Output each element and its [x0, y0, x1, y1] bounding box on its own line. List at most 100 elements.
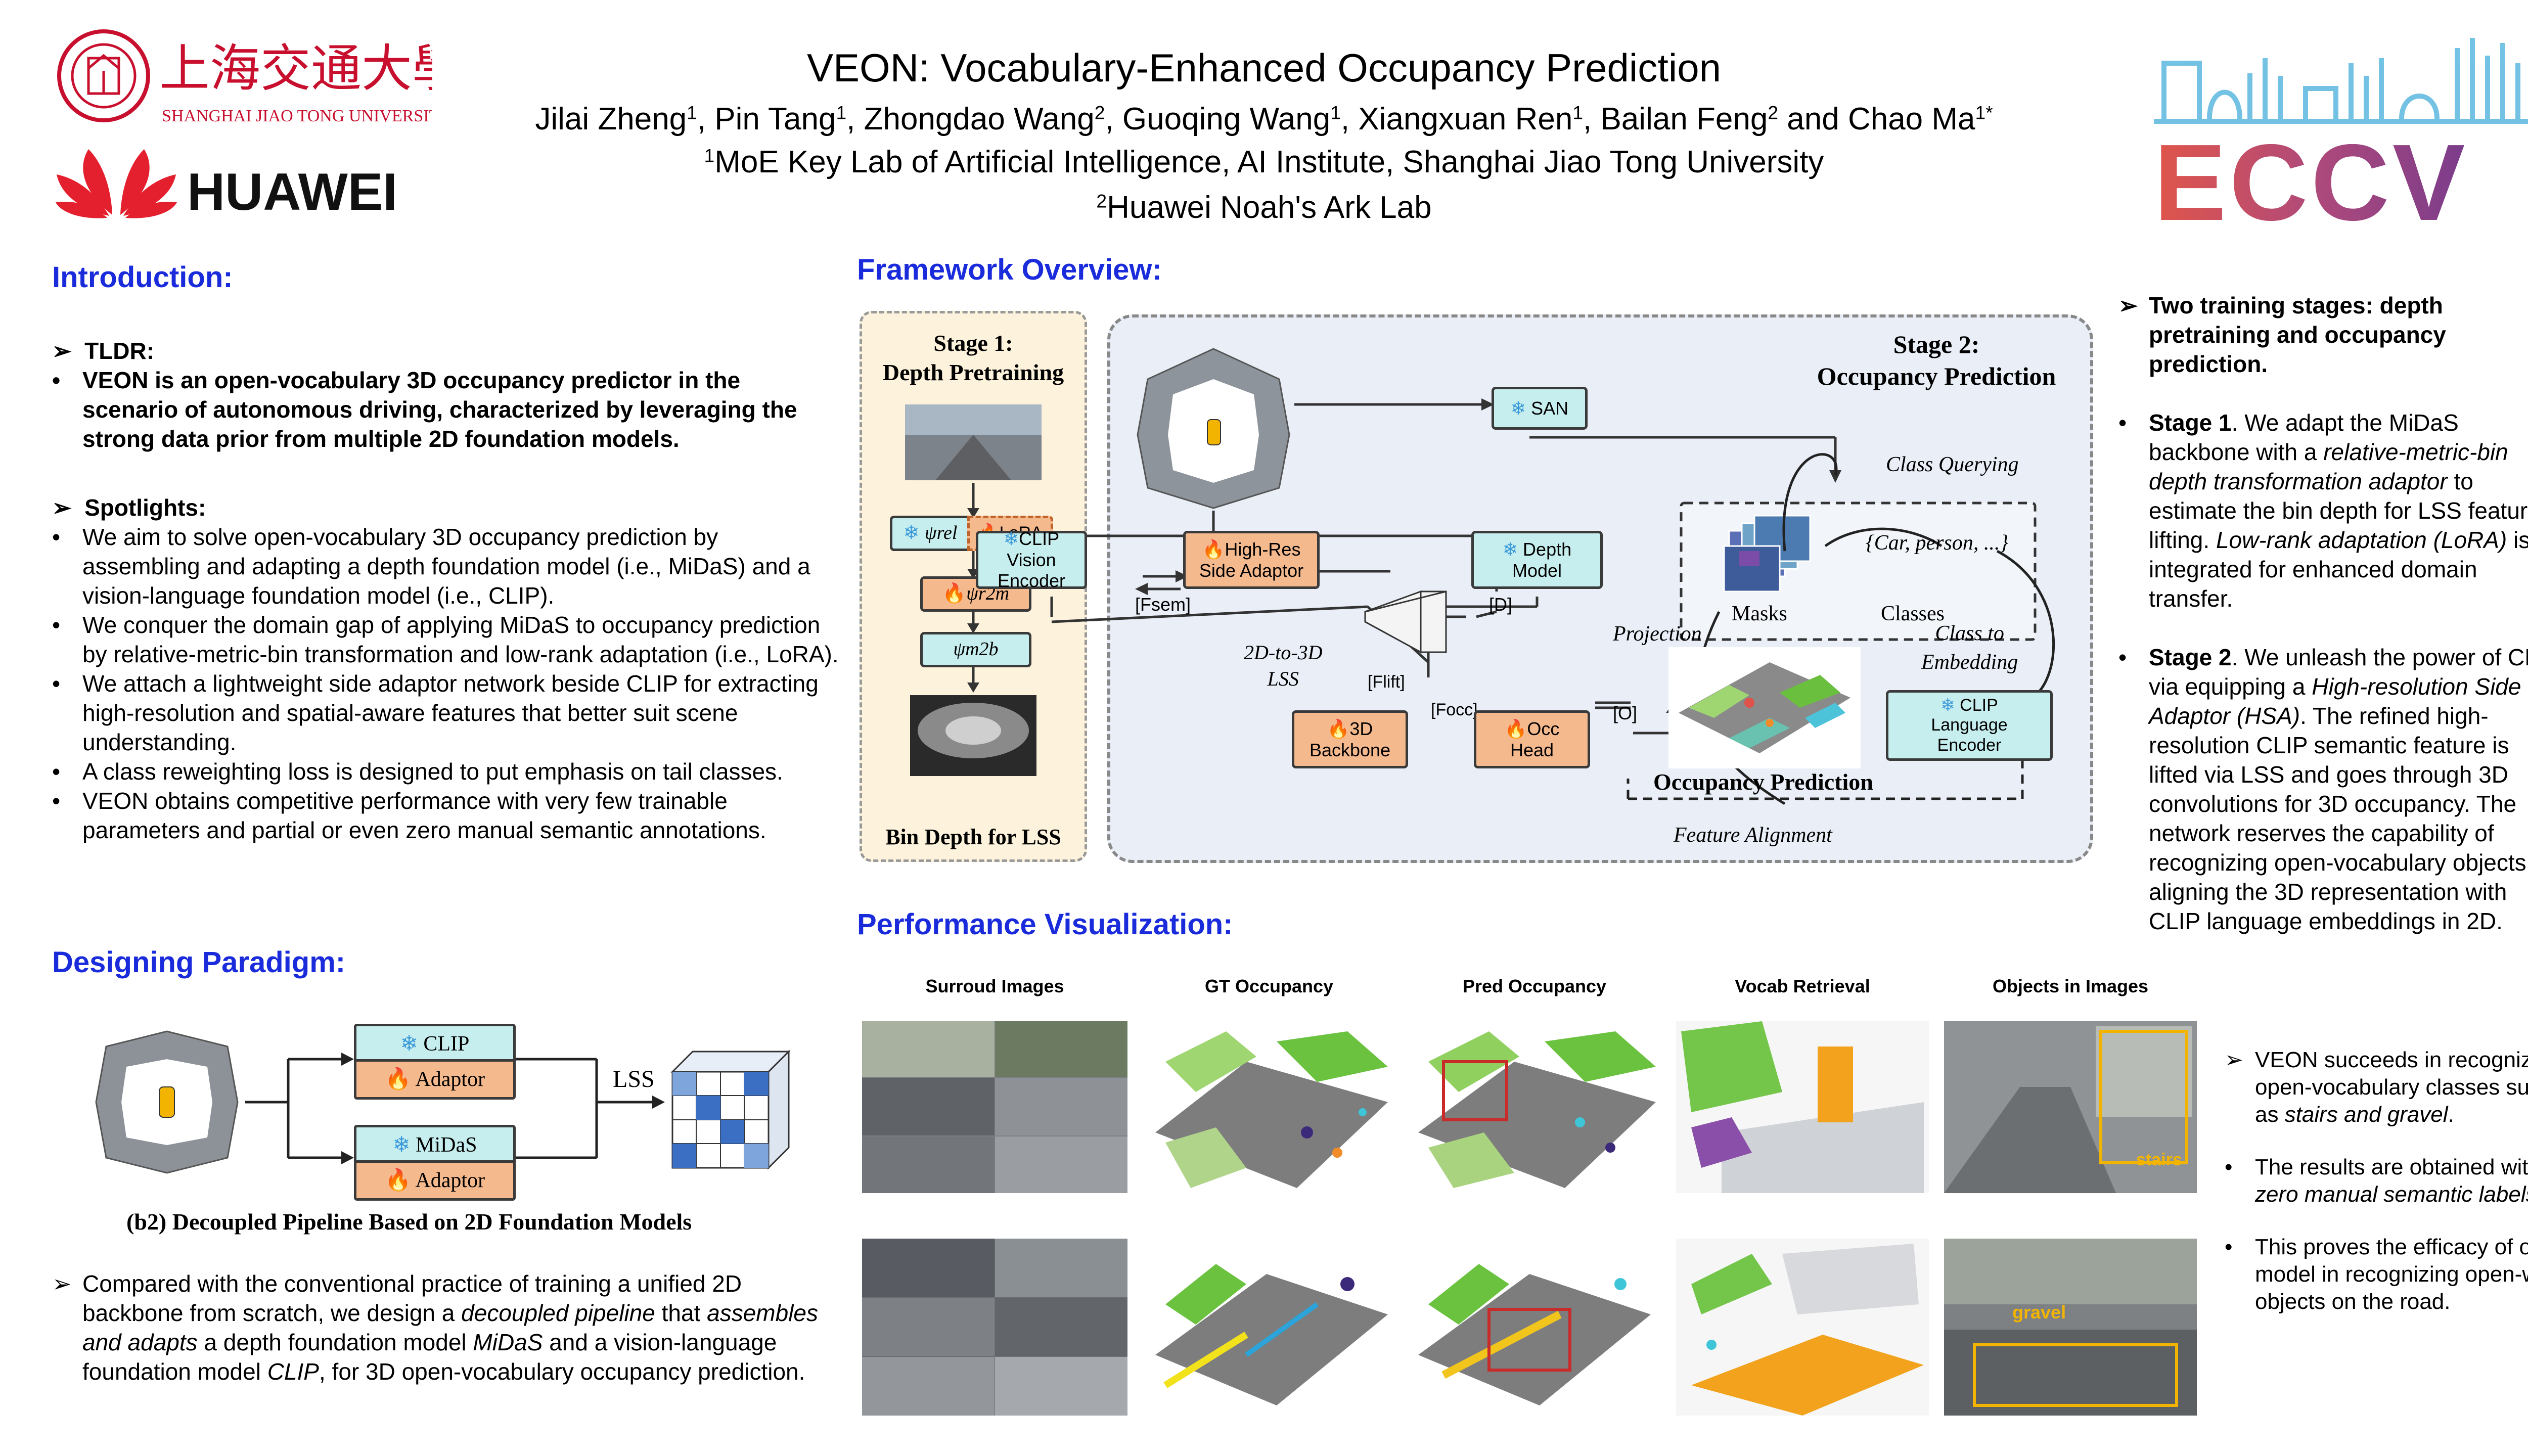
psi-rel-block: ❄ ψrel [890, 516, 971, 551]
psi-m2b-block: ψm2b [920, 632, 1031, 667]
stage1-text-d: Low-rank adaptation (LoRA) [2216, 527, 2507, 553]
depth-model-text-1: ❄ Depth [1503, 539, 1571, 560]
designing-paradigm-heading: Designing Paradigm: [52, 946, 346, 979]
poster-title: VEON: Vocabulary-Enhanced Occupancy Pred… [807, 46, 1721, 90]
gt-occupancy-row2 [1143, 1239, 1395, 1416]
clip-lang-line2: Language [1931, 715, 2008, 735]
stairs-bounding-box [2099, 1030, 2188, 1164]
stage2-text-a: . We unleash the power of CLIP via equip… [2149, 644, 2528, 700]
snowflake-icon: ❄ [1003, 528, 1019, 550]
designing-text-h: CLIP [267, 1358, 319, 1385]
stage2-text-c: . The refined high-resolution CLIP seman… [2149, 703, 2528, 934]
framework-heading: Framework Overview: [857, 253, 1162, 286]
affiliation-2: 2Huawei Noah's Ark Lab [404, 192, 2124, 223]
clip-vision-text-1: ❄CLIP Vision [978, 528, 1085, 570]
author-affiliation-marker: 1 [1330, 102, 1341, 123]
masks-label: Masks [1732, 602, 1787, 625]
clip-lang-line1: CLIP [1960, 696, 1998, 715]
highres-text-1: 🔥High-Res [1202, 539, 1301, 560]
stage1-text-a: . We adapt the MiDaS backbone with a [2149, 410, 2459, 465]
introduction-heading: Introduction: [52, 261, 233, 294]
midas-label: ❄ MiDaS [392, 1133, 477, 1157]
psi-m2b-text: ψm2b [953, 639, 999, 660]
designing-text-e: a depth foundation model [197, 1329, 473, 1355]
stages-item-2: • Stage 1. We adapt the MiDaS backbone wi… [2118, 408, 2528, 613]
occupancy-prediction-label: Occupancy Prediction [1653, 769, 1873, 795]
decoupled-pipeline-diagram: LSS ❄ CLIP 🔥 Adaptor ❄ MiDaS 🔥 Adaptor (… [66, 1011, 804, 1254]
performance-visualization-heading: Performance Visualization: [857, 908, 1233, 941]
dot-bullet-icon: • [52, 788, 61, 814]
lss-line1: 2D-to-3D [1244, 641, 1323, 664]
spotlight-text: A class reweighting loss is designed to … [82, 758, 783, 785]
huawei-logo: HUAWEI [53, 139, 427, 233]
flame-icon: 🔥 [1504, 718, 1527, 740]
visualization-column-header: Vocab Retrieval [1735, 976, 1870, 996]
author-affiliation-marker: 1 [836, 102, 847, 123]
psi-rel-text: ψrel [925, 522, 958, 544]
arrow-bullet-icon: ➢ [2118, 292, 2138, 318]
spotlight-text: We conquer the domain gap of applying Mi… [82, 612, 839, 667]
gravel-retrieval-mark [1691, 1335, 1924, 1416]
midas-text: MiDaS [416, 1133, 477, 1157]
mask-stack-icon [1723, 515, 1811, 593]
dot-bullet-icon: • [52, 612, 61, 638]
pred-occupancy-row1 [1408, 1021, 1661, 1193]
stage2-title-line1: Stage 2: [1893, 330, 1980, 358]
flame-icon: 🔥 [1202, 539, 1225, 560]
stage1-bold: Stage 1 [2149, 410, 2232, 436]
gravel-bounding-box [1973, 1343, 2178, 1407]
visualization-note-text: This proves the efficacy of our model in… [2255, 1235, 2528, 1314]
author-affiliation-marker: 2 [1768, 102, 1779, 123]
clip-vision-line1: CLIP Vision [1007, 528, 1060, 570]
snowflake-icon: ❄ [1502, 539, 1523, 560]
visualization-note-text: The results are obtained with [2255, 1155, 2528, 1179]
objects-in-images-row1 [1944, 1021, 2197, 1193]
spotlight-item: •A class reweighting loss is designed to… [52, 757, 841, 786]
dot-bullet-icon: • [2225, 1235, 2233, 1259]
spotlight-item: • We conquer the domain gap of applying M… [52, 610, 841, 669]
depth-model-line2: Model [1512, 560, 1562, 581]
snowflake-icon: ❄ [903, 522, 925, 544]
stages-item-1: ➢Two training stages: depth pretraining … [2118, 291, 2528, 379]
spotlights-label: Spotlights: [84, 494, 206, 521]
stages-description: ➢Two training stages: depth pretraining … [2118, 291, 2528, 936]
affiliation-1-marker: 1 [704, 145, 715, 166]
san-block: ❄ SAN [1492, 387, 1588, 430]
surround-images-row2 [862, 1239, 1127, 1416]
occupancy-prediction-render [1668, 647, 1861, 768]
vocab-retrieval-row1 [1676, 1021, 1929, 1193]
visualization-column-header: Objects in Images [1992, 976, 2149, 996]
dot-bullet-icon: • [52, 524, 61, 550]
spotlights-list: •We aim to solve open-vocabulary 3D occu… [52, 522, 841, 845]
class-to-emb-line1: Class to [1935, 622, 2004, 645]
designing-text-i: , for 3D open-vocabulary occupancy predi… [319, 1358, 805, 1385]
occ-head-line1: Occ [1527, 718, 1560, 740]
stage1-title: Stage 1: Depth Pretraining [860, 329, 1087, 387]
stage1-text-b: relative-metric-bin depth transformation… [2149, 439, 2508, 494]
dot-bullet-icon: • [52, 670, 61, 697]
lss-label: LSS [613, 1066, 655, 1093]
class-to-emb-line2: Embedding [1921, 650, 2018, 674]
highlight-box [1487, 1308, 1571, 1372]
framework-diagram: Stage 1: Depth Pretraining ❄ ψrel 🔥LoRA … [860, 308, 2098, 870]
clip-block: ❄ CLIP [354, 1024, 516, 1064]
author-name: Bailan Feng [1600, 102, 1768, 136]
author-separator: , [1583, 102, 1601, 136]
author-name: Chao Ma [1847, 102, 1975, 136]
clip-adaptor-text: Adaptor [415, 1067, 485, 1091]
spotlight-item: •We attach a lightweight side adaptor ne… [52, 669, 841, 757]
snowflake-icon: ❄ [392, 1133, 416, 1157]
midas-adaptor-block: 🔥 Adaptor [354, 1160, 516, 1201]
occ-head-line2: Head [1510, 739, 1554, 760]
flame-icon: 🔥 [384, 1168, 416, 1192]
f-sem-label: [Fsem] [1135, 594, 1191, 615]
author-affiliation-marker: 1* [1975, 102, 1993, 123]
affiliation-2-text: Huawei Noah's Ark Lab [1107, 190, 1432, 225]
spotlight-text: VEON obtains competitive performance wit… [82, 788, 766, 843]
author-name: Guoqing Wang [1122, 102, 1331, 136]
dot-bullet-icon: • [52, 367, 61, 393]
dot-bullet-icon: • [2118, 410, 2127, 436]
